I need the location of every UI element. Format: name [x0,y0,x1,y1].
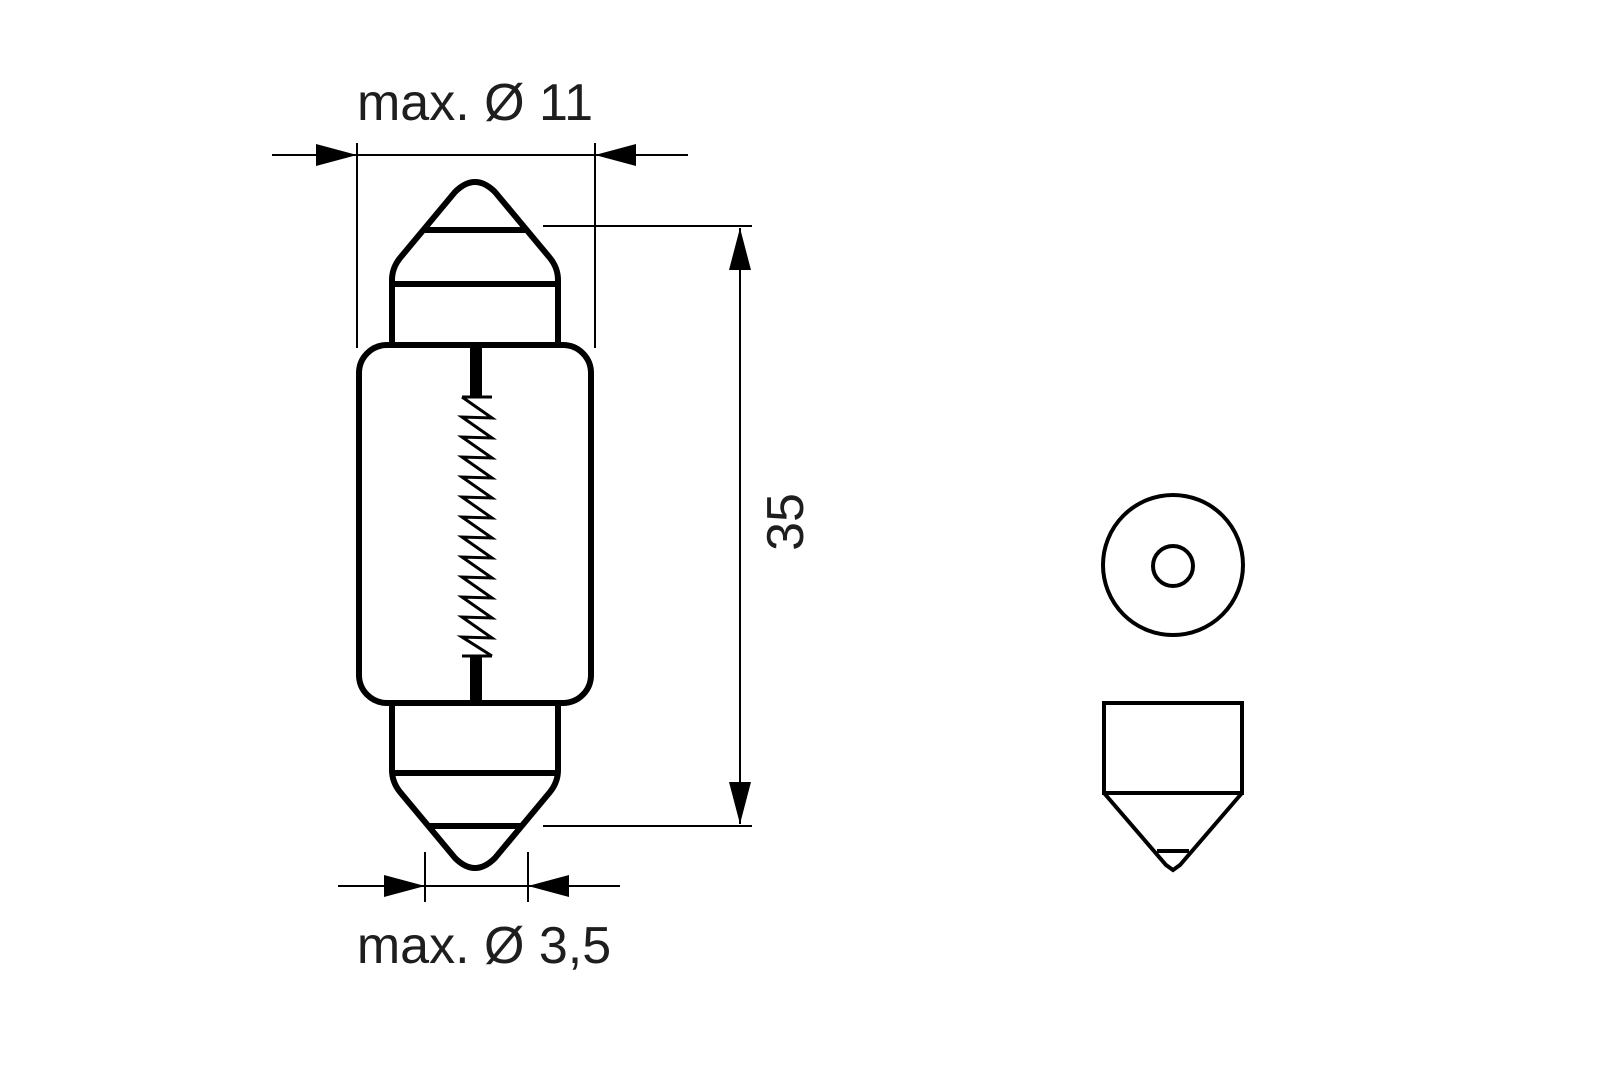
bulb-end-view [1101,493,1245,637]
length-dimension: 35 [543,225,815,827]
top-cap [389,179,561,345]
arrow-left-icon [528,875,569,897]
bottom-diameter-dimension: max. Ø 3,5 [338,852,620,975]
bulb-cap-profile [1102,701,1244,873]
arrow-right-icon [384,875,425,897]
filament [456,347,497,702]
top-diameter-dimension: max. Ø 11 [272,74,688,348]
arrow-left-icon [595,144,636,166]
arrow-down-icon [729,782,751,824]
length-label: 35 [757,493,815,551]
bulb-side-view [356,179,594,871]
arrow-right-icon [316,144,357,166]
arrow-up-icon [729,228,751,270]
bottom-cap [389,703,561,871]
top-diameter-label: max. Ø 11 [357,74,593,132]
bottom-diameter-label: max. Ø 3,5 [357,917,611,975]
glass-body [356,342,594,706]
